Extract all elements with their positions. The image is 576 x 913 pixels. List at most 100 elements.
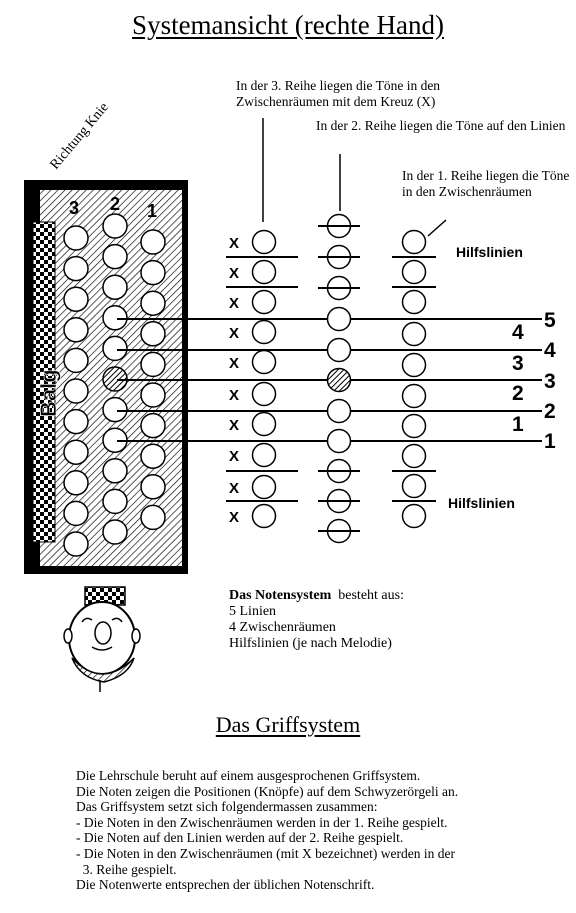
- body-line: Das Griffsystem setzt sich folgendermass…: [76, 799, 378, 815]
- keyboard-button: [63, 408, 89, 435]
- page-title: Systemansicht (rechte Hand): [132, 10, 444, 40]
- keyboard-button: [140, 290, 166, 316]
- note-head: [251, 503, 277, 529]
- cross-mark: X: [229, 387, 239, 404]
- keyboard-button: [102, 488, 128, 515]
- keyboard-button: [102, 274, 128, 300]
- note-head: [401, 229, 427, 255]
- note-head: [401, 259, 427, 285]
- note-head: [251, 381, 277, 407]
- bellows-label: Balg: [36, 369, 61, 417]
- keyboard-button: [63, 317, 89, 343]
- keyboard-button: [140, 351, 166, 378]
- line-number-right: 2: [544, 400, 556, 423]
- notation-legend: Das Notensystem besteht aus: 5 Linien 4 …: [229, 588, 404, 652]
- keyboard-button: [63, 531, 89, 557]
- note-head: [401, 352, 427, 378]
- pointer-row1: [427, 219, 447, 237]
- note-head: [251, 319, 277, 345]
- keyboard-button: [102, 458, 128, 484]
- keyboard-buttons: [63, 213, 166, 557]
- note-head: [326, 337, 352, 363]
- cross-mark: X: [229, 265, 239, 282]
- line-number-left: 3: [512, 352, 524, 375]
- note-head: [326, 306, 352, 332]
- note-head: [251, 442, 277, 468]
- note-head: [401, 503, 427, 529]
- keyboard-button: [140, 474, 166, 500]
- keyboard-button: [140, 321, 166, 347]
- body-line: 3. Reihe gespielt.: [76, 861, 177, 877]
- note-head: [251, 411, 277, 437]
- keyboard-button: [63, 378, 89, 404]
- note-head: [326, 428, 352, 454]
- annotation-row1: In der 1. Reihe liegen die Töne in den Z…: [402, 168, 570, 199]
- note-head-marked: [326, 367, 352, 393]
- section-title: Das Griffsystem: [215, 712, 361, 737]
- row-number-1: 1: [147, 201, 157, 221]
- legend-heading-rest: besteht aus:: [338, 588, 404, 603]
- cross-mark: X: [229, 480, 239, 497]
- keyboard-button: [63, 225, 89, 251]
- row-number-3: 3: [69, 198, 79, 218]
- keyboard-button: [102, 396, 128, 423]
- player-face-illustration: [63, 586, 141, 692]
- note-head: [401, 443, 427, 469]
- bellows-strip: [32, 221, 56, 543]
- keyboard-button: [140, 229, 166, 255]
- note-head: [251, 289, 277, 315]
- body-text: Die Lehrschule beruht auf einem ausgespr…: [76, 768, 556, 893]
- line-number-right: 5: [544, 309, 556, 332]
- cross-mark: X: [229, 417, 239, 434]
- keyboard-button: [140, 382, 166, 408]
- legend-item: 4 Zwischenräumen: [229, 620, 336, 635]
- notation-row-1: [392, 229, 436, 529]
- row-number-2: 2: [110, 194, 120, 214]
- keyboard-button: [140, 259, 166, 286]
- cross-mark: X: [229, 355, 239, 372]
- helper-label-top: Hilfslinien: [456, 244, 523, 260]
- helper-label-bottom: Hilfslinien: [448, 495, 515, 511]
- cross-mark: X: [229, 448, 239, 465]
- keyboard-button: [140, 443, 166, 469]
- keyboard-button: [102, 243, 128, 270]
- body-line: Die Noten zeigen die Positionen (Knöpfe)…: [76, 783, 459, 799]
- note-head: [251, 229, 277, 255]
- note-head: [251, 349, 277, 375]
- note-head: [401, 321, 427, 347]
- keyboard-button: [63, 470, 89, 496]
- legend-item: 5 Linien: [229, 604, 277, 619]
- keyboard-button: [63, 439, 89, 465]
- note-head: [401, 473, 427, 499]
- keyboard-button: [140, 412, 166, 439]
- legend-item: Hilfslinien (je nach Melodie): [229, 636, 392, 651]
- legend-heading: Das Notensystem: [229, 588, 332, 603]
- keyboard-button: [102, 335, 128, 362]
- body-line: Die Lehrschule beruht auf einem ausgespr…: [76, 768, 421, 783]
- line-number-left: 2: [512, 382, 524, 405]
- body-line: Die Notenwerte entsprechen der üblichen …: [76, 877, 375, 893]
- note-head: [251, 474, 277, 500]
- note-head: [401, 413, 427, 439]
- cross-mark: X: [229, 509, 239, 526]
- keyboard-button: [63, 500, 89, 527]
- line-number-right: 1: [544, 430, 556, 453]
- note-head: [401, 289, 427, 315]
- knee-label: Richtung Knie: [48, 100, 112, 172]
- cross-mark: X: [229, 295, 239, 312]
- keyboard-button: [102, 519, 128, 545]
- note-head: [251, 259, 277, 285]
- note-head: [326, 398, 352, 424]
- keyboard-button: [102, 305, 128, 331]
- annotation-row3: In der 3. Reihe liegen die Töne in den Z…: [236, 78, 441, 109]
- body-line: - Die Noten auf den Linien werden auf de…: [76, 830, 404, 846]
- line-number-right: 3: [544, 370, 556, 393]
- body-line: - Die Noten in den Zwischenräumen werden…: [76, 814, 448, 830]
- line-number-right: 4: [544, 339, 556, 362]
- line-number-left: 4: [512, 321, 524, 344]
- line-number-left: 1: [512, 413, 524, 436]
- keyboard-button: [63, 347, 89, 374]
